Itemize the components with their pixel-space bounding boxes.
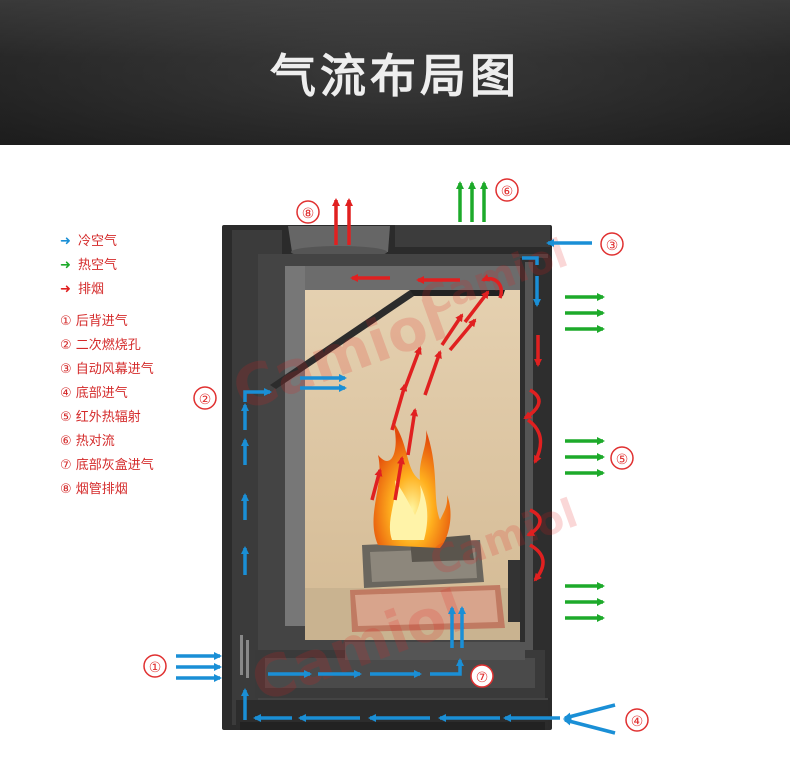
legend-cold-label: 冷空气 (78, 234, 118, 249)
marker-1: ① (143, 654, 167, 678)
legend-smoke: ➜ 排烟 (60, 278, 154, 302)
svg-text:⑤: ⑤ (616, 452, 629, 468)
smoke-arrow-icon: ➜ (60, 282, 71, 297)
marker-8: ⑧ (296, 200, 320, 224)
header-banner: 气流布局图 (0, 0, 790, 145)
legend-item-8: ⑧ 烟管排烟 (60, 482, 128, 497)
marker-6: ⑥ (495, 178, 519, 202)
legend-hot-label: 热空气 (78, 258, 118, 273)
marker-4: ④ (625, 708, 649, 732)
legend-item-6: ⑥ 热对流 (60, 434, 115, 449)
legend-item-4: ④ 底部进气 (60, 386, 128, 401)
svg-text:①: ① (149, 660, 162, 676)
legend: ➜ 冷空气 ➜ 热空气 ➜ 排烟 ① 后背进气 ② 二次燃烧孔 ③ 自动风幕进气… (60, 230, 154, 502)
cold-air-arrows (176, 239, 616, 735)
hot-arrow-icon: ➜ (60, 258, 71, 273)
svg-text:⑦: ⑦ (476, 670, 489, 686)
legend-item-5: ⑤ 红外热辐射 (60, 410, 141, 425)
marker-7: ⑦ (470, 664, 494, 688)
legend-item-7: ⑦ 底部灰盒进气 (60, 458, 154, 473)
svg-text:③: ③ (606, 238, 619, 254)
number-markers: ① ② ③ ④ ⑤ ⑥ ⑦ ⑧ (143, 178, 649, 732)
stove-airflow-diagram: Camiol Camiol Camiol Camiol (143, 178, 649, 735)
svg-text:⑧: ⑧ (302, 206, 315, 222)
marker-3: ③ (600, 232, 624, 256)
legend-item-3: ③ 自动风幕进气 (60, 362, 154, 377)
smoke-arrows (332, 198, 545, 582)
cold-arrow-icon: ➜ (60, 234, 71, 249)
legend-cold: ➜ 冷空气 (60, 230, 154, 254)
marker-5: ⑤ (610, 446, 634, 470)
marker-2: ② (193, 386, 217, 410)
svg-text:④: ④ (631, 714, 644, 730)
svg-text:②: ② (199, 392, 212, 408)
legend-hot: ➜ 热空气 (60, 254, 154, 278)
legend-item-1: ① 后背进气 (60, 314, 128, 329)
legend-item-2: ② 二次燃烧孔 (60, 338, 141, 353)
hot-air-arrows (456, 181, 605, 622)
legend-smoke-label: 排烟 (78, 282, 105, 297)
page-title: 气流布局图 (270, 49, 520, 103)
svg-text:⑥: ⑥ (501, 184, 514, 200)
firewood-and-flame (350, 420, 505, 632)
